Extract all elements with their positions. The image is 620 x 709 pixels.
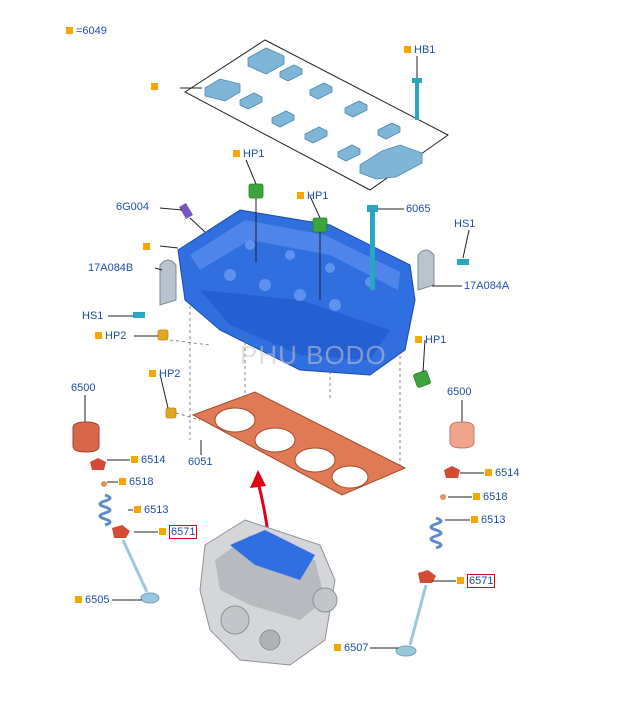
label-hb1[interactable]: HB1	[404, 44, 435, 57]
marker-square-icon	[473, 493, 480, 500]
label-hp2-mid[interactable]: HP2	[149, 368, 180, 381]
label-6514-left[interactable]: 6514	[131, 454, 165, 467]
marker-square-icon	[66, 27, 73, 34]
sensor-6g004	[179, 202, 206, 233]
marker-square-icon	[134, 506, 141, 513]
label-6500-left[interactable]: 6500	[71, 382, 96, 394]
leader-lines	[107, 159, 484, 649]
label-6518-right[interactable]: 6518	[473, 491, 507, 504]
marker-square-icon	[75, 596, 82, 603]
marker-square-icon	[233, 150, 240, 157]
marker-square-icon	[131, 456, 138, 463]
label-hs1-right[interactable]: HS1	[454, 218, 476, 230]
left-valve-stack	[72, 395, 160, 604]
marker-square-icon	[119, 478, 126, 485]
hs1-studs	[133, 259, 469, 318]
label-hp2-left[interactable]: HP2	[95, 330, 126, 343]
marker-square-icon	[457, 577, 464, 584]
marker-square-icon	[159, 528, 166, 535]
marker-square-icon	[149, 370, 156, 377]
marker-square-icon	[404, 46, 411, 53]
label-6518-left[interactable]: 6518	[119, 476, 153, 489]
label-hs1-left[interactable]: HS1	[82, 310, 104, 322]
head-gasket	[191, 391, 407, 496]
label-6g004[interactable]: 6G004	[116, 201, 150, 213]
engine-assembly	[199, 519, 338, 666]
marker-square-icon	[143, 243, 150, 250]
label-6513-right[interactable]: 6513	[471, 514, 505, 527]
label-6500-right[interactable]: 6500	[447, 386, 472, 398]
label-17a084b[interactable]: 17A084B	[88, 262, 134, 274]
marker-square-icon	[415, 336, 422, 343]
label-6505[interactable]: 6505	[75, 594, 109, 607]
camshaft-cap-panel	[180, 39, 449, 191]
label-panel-marker	[151, 81, 161, 94]
lifting-eyes	[159, 249, 435, 306]
label-17a084a[interactable]: 17A084A	[464, 280, 510, 292]
label-6507[interactable]: 6507	[334, 642, 368, 655]
watermark: PHU BODO	[240, 340, 387, 370]
marker-square-icon	[334, 644, 341, 651]
hp1-plugs	[248, 183, 431, 388]
label-6514-right[interactable]: 6514	[485, 467, 519, 480]
label-6051[interactable]: 6051	[188, 456, 213, 468]
marker-square-icon	[151, 83, 158, 90]
cylinder-head	[177, 198, 416, 376]
label-hp1-top[interactable]: HP1	[233, 148, 264, 161]
marker-square-icon	[297, 192, 304, 199]
projection-lines	[169, 300, 401, 470]
label-6065[interactable]: 6065	[406, 203, 431, 215]
right-valve-stack	[395, 400, 475, 657]
label-head-marker	[143, 241, 153, 254]
marker-square-icon	[485, 469, 492, 476]
marker-square-icon	[471, 516, 478, 523]
label-6571-left[interactable]: 6571	[159, 525, 198, 539]
label-hp1-mid[interactable]: HP1	[297, 190, 328, 203]
label-6571-right[interactable]: 6571	[457, 574, 496, 588]
hp2-plugs	[157, 329, 177, 419]
label-top-legend: =6049	[66, 25, 107, 38]
marker-square-icon	[95, 332, 102, 339]
label-6513-left[interactable]: 6513	[134, 504, 168, 517]
label-hp1-right[interactable]: HP1	[415, 334, 446, 347]
